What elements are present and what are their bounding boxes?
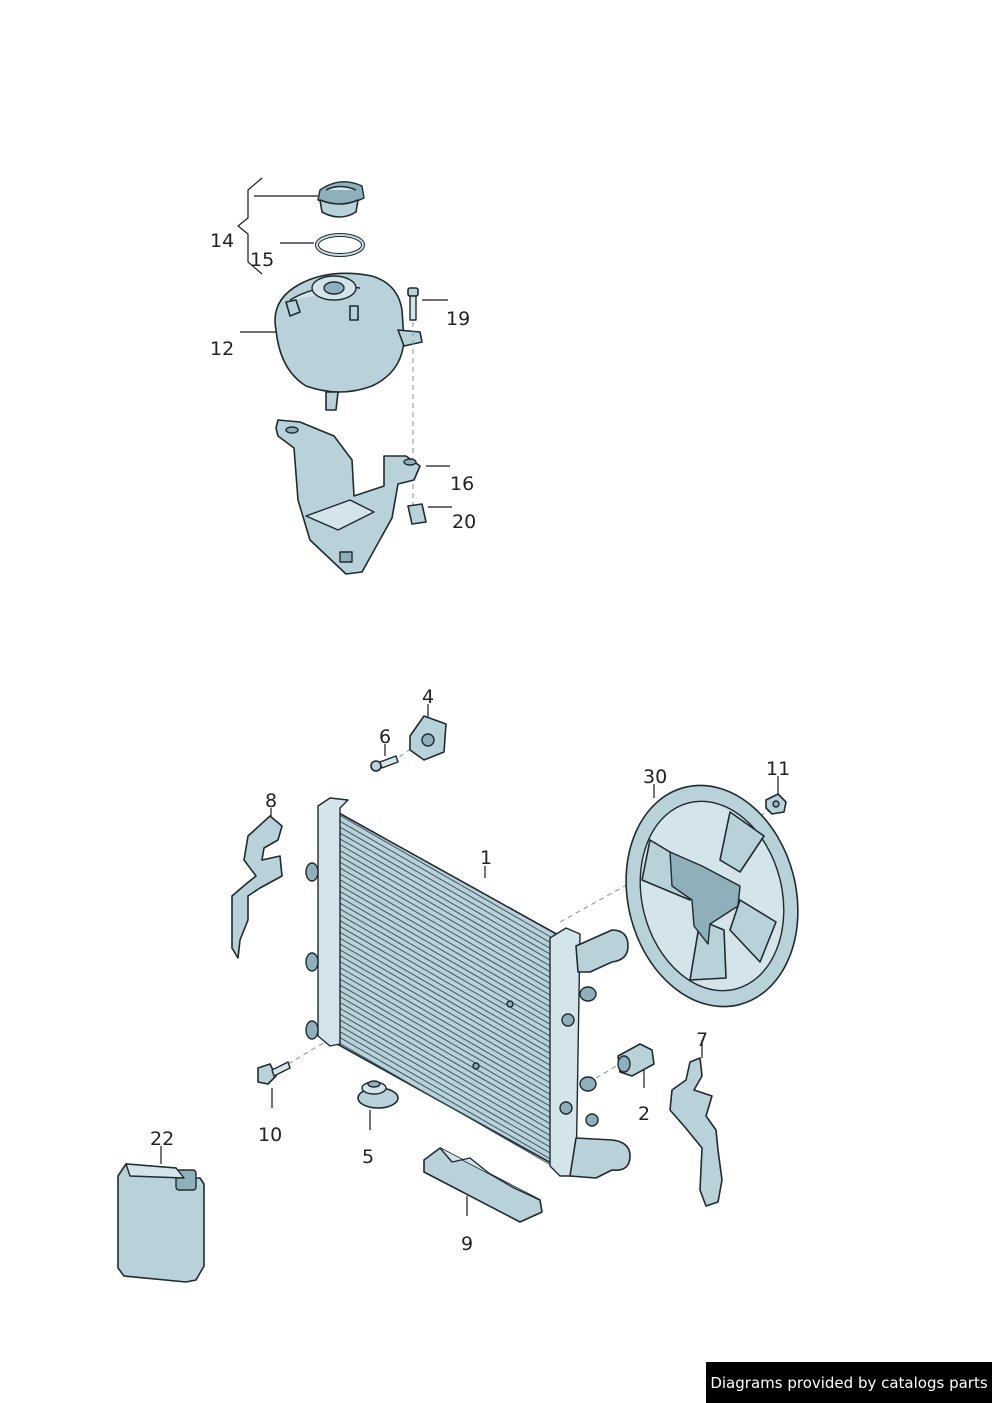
radiator-fin <box>333 864 557 994</box>
radiator-fin <box>333 1010 557 1140</box>
radiator-pipes <box>559 929 631 1179</box>
callout-22: 22 <box>150 1128 174 1150</box>
grommet-5-part <box>357 1080 399 1109</box>
radiator-fin <box>333 852 557 982</box>
deflector-9-part <box>423 1147 543 1223</box>
callout-20: 20 <box>452 511 476 533</box>
radiator-fin <box>333 946 557 1075</box>
coolant-container-part <box>117 1163 205 1283</box>
air-guide-7-part <box>669 1057 723 1207</box>
cap-part <box>317 181 365 218</box>
callout-15: 15 <box>250 249 274 271</box>
radiator-fin <box>333 1004 557 1134</box>
callout-6: 6 <box>379 726 391 748</box>
radiator-fin <box>333 951 557 1081</box>
callout-14: 14 <box>210 230 234 252</box>
radiator-fin <box>333 858 557 988</box>
radiator-fin <box>333 881 557 1011</box>
callout-16: 16 <box>450 473 474 495</box>
callout-2: 2 <box>638 1103 650 1125</box>
radiator-part <box>305 797 581 1177</box>
radiator-fin <box>333 981 557 1110</box>
callout-7: 7 <box>696 1029 708 1051</box>
callout-11: 11 <box>766 758 790 780</box>
radiator-fin <box>333 899 557 1029</box>
callout-4: 4 <box>422 686 434 708</box>
callout-5: 5 <box>362 1146 374 1168</box>
radiator-fin <box>333 957 557 1087</box>
radiator-fin <box>333 870 557 999</box>
radiator-fin <box>333 986 557 1116</box>
radiator-fin <box>333 910 557 1040</box>
radiator-fin <box>333 928 557 1058</box>
radiator-fin <box>333 829 557 958</box>
bolt-19-part <box>407 287 419 321</box>
radiator-fin <box>333 975 557 1105</box>
callout-9: 9 <box>461 1233 473 1255</box>
air-guide-8-part <box>231 815 283 959</box>
credit-banner: Diagrams provided by catalogs parts <box>706 1362 992 1403</box>
radiator-fin <box>333 1027 557 1157</box>
callout-12: 12 <box>210 338 234 360</box>
radiator-fin <box>333 817 557 947</box>
fan-part <box>625 784 799 1008</box>
sensor-2-part <box>617 1043 655 1077</box>
radiator-fin <box>333 922 557 1052</box>
screw-6-part <box>370 755 399 772</box>
callout-30: 30 <box>643 766 667 788</box>
radiator-fin <box>333 846 557 976</box>
radiator-fin <box>333 834 557 964</box>
radiator-fin <box>333 934 557 1064</box>
radiator-fin <box>333 940 557 1070</box>
radiator-fin <box>333 1039 557 1169</box>
callout-14-brace <box>237 177 263 275</box>
radiator-fin <box>333 1022 557 1151</box>
radiator-fin <box>333 1016 557 1146</box>
radiator-fin <box>333 969 557 1099</box>
mount-4-part <box>409 715 447 761</box>
radiator-fin <box>333 998 557 1128</box>
radiator-fin <box>333 916 557 1046</box>
radiator-fin <box>333 840 557 970</box>
callout-19: 19 <box>446 308 470 330</box>
radiator-fin <box>333 875 557 1005</box>
callout-1: 1 <box>480 847 492 869</box>
radiator-fin <box>333 1033 557 1163</box>
expansion-tank-part <box>274 272 423 411</box>
bracket-part <box>275 419 421 575</box>
radiator-fin <box>333 992 557 1122</box>
nut-11-part <box>765 793 787 815</box>
radiator-fin <box>333 887 557 1017</box>
bolt-10-part <box>257 1061 291 1085</box>
radiator-fin <box>333 823 557 953</box>
callout-10: 10 <box>258 1124 282 1146</box>
clip-20-part <box>407 503 427 525</box>
radiator-fin <box>333 963 557 1093</box>
radiator-fin <box>333 893 557 1023</box>
radiator-fin <box>333 905 557 1034</box>
callout-8: 8 <box>265 790 277 812</box>
radiator-fin <box>333 811 557 941</box>
